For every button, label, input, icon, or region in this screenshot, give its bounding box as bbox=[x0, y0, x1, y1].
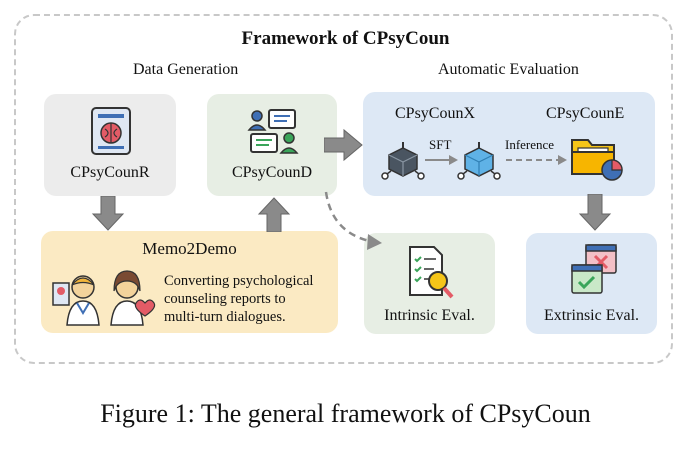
section-data-generation: Data Generation bbox=[133, 61, 239, 78]
windows-check-icon bbox=[568, 243, 620, 299]
cpsycound-box: CPsyCounD bbox=[207, 94, 337, 196]
automatic-evaluation-box: CPsyCounX CPsyCounE SFT Inference bbox=[363, 92, 655, 196]
diagram-title: Framework of CPsyCoun bbox=[241, 28, 450, 49]
cpsycoune-label: CPsyCounE bbox=[546, 105, 625, 122]
figure-caption: Figure 1: The general framework of CPsyC… bbox=[100, 399, 591, 428]
inference-arrow bbox=[506, 155, 567, 165]
arrow-d-to-automatic-eval bbox=[324, 128, 363, 162]
intrinsic-eval-label: Intrinsic Eval. bbox=[384, 307, 475, 324]
cpsycounx-label: CPsyCounX bbox=[395, 105, 476, 122]
arrow-r-to-memo2demo bbox=[91, 196, 125, 231]
memo2demo-box: Memo2Demo Converting psychological couns… bbox=[41, 231, 338, 333]
arrow-memo2demo-to-d bbox=[257, 197, 291, 232]
sft-label: SFT bbox=[429, 137, 452, 152]
arrow-e-to-extrinsic bbox=[578, 194, 612, 231]
cpsycounr-box: CPsyCounR bbox=[44, 94, 176, 196]
extrinsic-eval-box: Extrinsic Eval. bbox=[526, 233, 657, 334]
memo2demo-description: Converting psychological counseling repo… bbox=[164, 273, 314, 325]
extrinsic-eval-label: Extrinsic Eval. bbox=[543, 307, 640, 324]
memo2demo-label: Memo2Demo bbox=[142, 239, 237, 258]
cpsycound-label: CPsyCounD bbox=[231, 164, 313, 181]
base-model-cube-icon bbox=[381, 142, 425, 184]
finetuned-model-cube-icon bbox=[457, 142, 501, 184]
dialogue-icon bbox=[247, 106, 299, 156]
sft-arrow bbox=[425, 155, 458, 165]
framework-border bbox=[14, 14, 673, 364]
patient-heart-icon bbox=[105, 269, 157, 327]
cpsycounr-label: CPsyCounR bbox=[70, 164, 150, 181]
folder-chart-icon bbox=[570, 132, 624, 182]
dashed-arrow-d-to-intrinsic bbox=[324, 191, 382, 250]
checklist-magnifier-icon bbox=[408, 245, 454, 299]
section-automatic-evaluation: Automatic Evaluation bbox=[438, 61, 579, 78]
counselor-icon bbox=[51, 269, 103, 327]
brain-report-icon bbox=[90, 106, 132, 156]
inference-label: Inference bbox=[505, 137, 555, 152]
intrinsic-eval-box: Intrinsic Eval. bbox=[364, 233, 495, 334]
